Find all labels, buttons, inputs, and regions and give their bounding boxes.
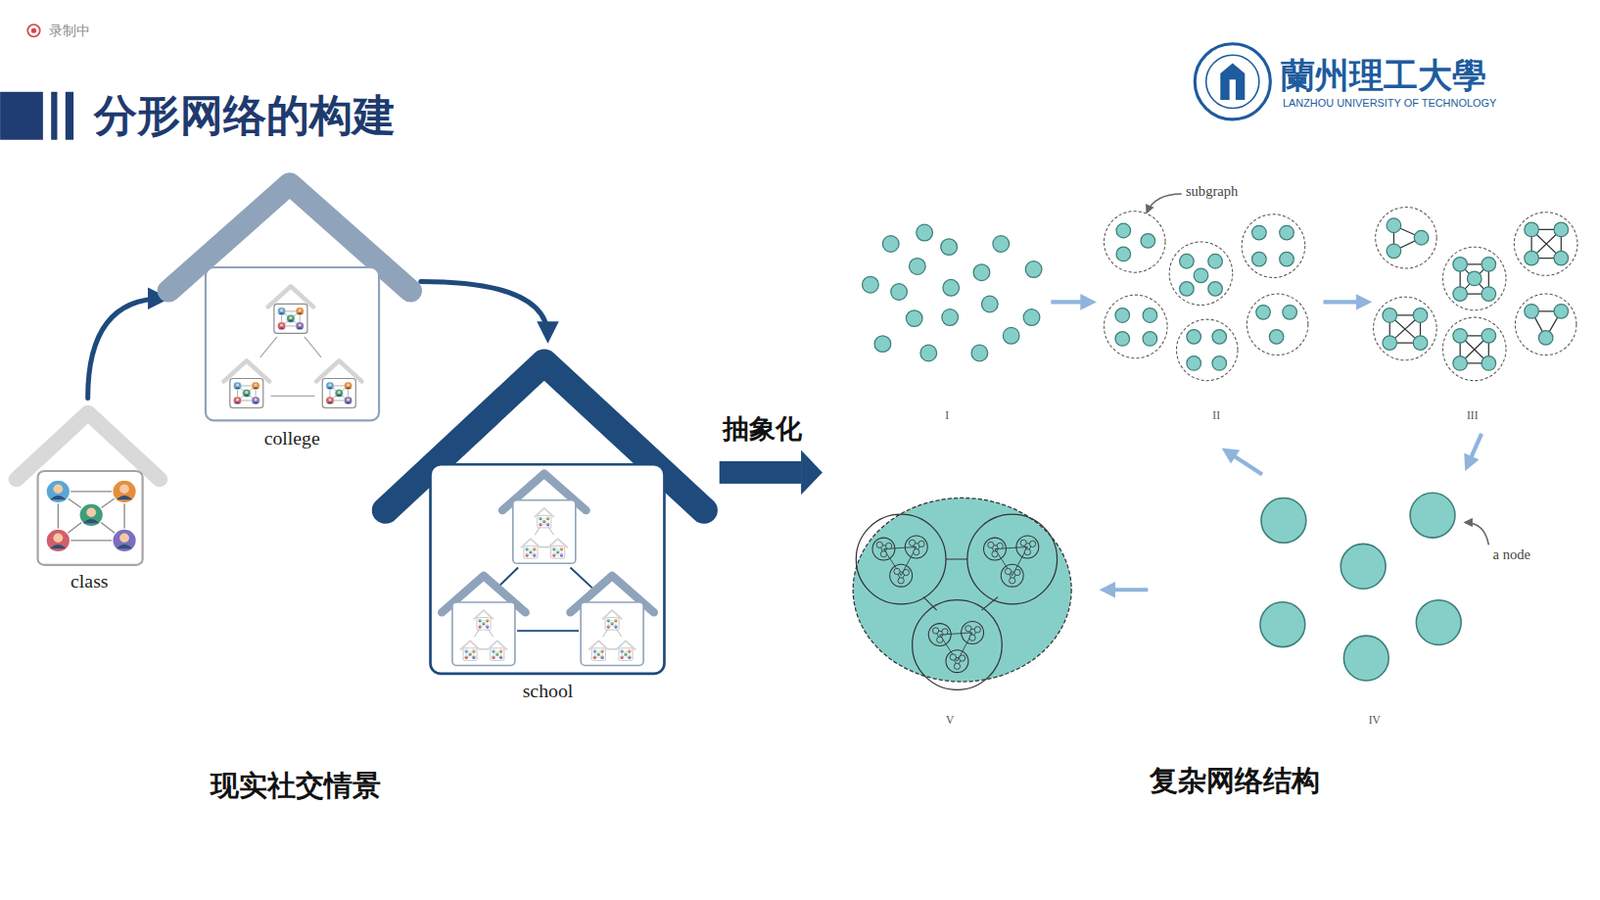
- university-name-english: LANZHOU UNIVERSITY OF TECHNOLOGY: [1282, 97, 1497, 111]
- recording-status: 录制中: [48, 22, 91, 39]
- abstraction-arrow: [719, 450, 823, 496]
- title-bars: [0, 92, 74, 141]
- house-drawing: [168, 184, 411, 422]
- stage-number: I: [944, 409, 949, 424]
- stage-two-subgraphs: [1104, 211, 1309, 381]
- house-label: class: [7, 568, 171, 595]
- school-house: school: [375, 336, 720, 705]
- section-caption: 现实社交情景: [210, 768, 381, 803]
- stage-number: IV: [1368, 713, 1381, 728]
- section-caption: 复杂网络结构: [1149, 763, 1320, 799]
- house-drawing: [16, 413, 160, 565]
- house-outline: [163, 168, 422, 452]
- flow-arrow: [88, 298, 164, 399]
- callout-label: subgraph: [1185, 183, 1238, 201]
- flow-arrow: [421, 281, 549, 336]
- stage-number: II: [1212, 409, 1221, 424]
- stage-number: III: [1466, 409, 1478, 424]
- leader-lines: [1146, 193, 1489, 545]
- recording-icon: [27, 24, 41, 38]
- stage-one-dots: [862, 224, 1042, 362]
- house-label: college: [163, 425, 422, 452]
- university-logo: [1194, 44, 1271, 120]
- stage-four-nodes: [1260, 492, 1461, 681]
- university-name: 蘭州理工大學: [1280, 54, 1487, 97]
- house-drawing: [385, 362, 705, 674]
- arrow-label: 抽象化: [722, 412, 802, 445]
- callout-label: a node: [1493, 546, 1531, 565]
- house-outline: [7, 397, 171, 594]
- class-house: class: [7, 397, 171, 594]
- college-house: college: [163, 168, 422, 452]
- stage-five-network: [852, 497, 1072, 690]
- slide-title: 分形网络的构建: [94, 89, 396, 142]
- stage-three-subgraphs: [1373, 207, 1578, 381]
- house-outline: [375, 336, 720, 705]
- stage-number: V: [945, 713, 954, 728]
- house-label: school: [375, 678, 720, 705]
